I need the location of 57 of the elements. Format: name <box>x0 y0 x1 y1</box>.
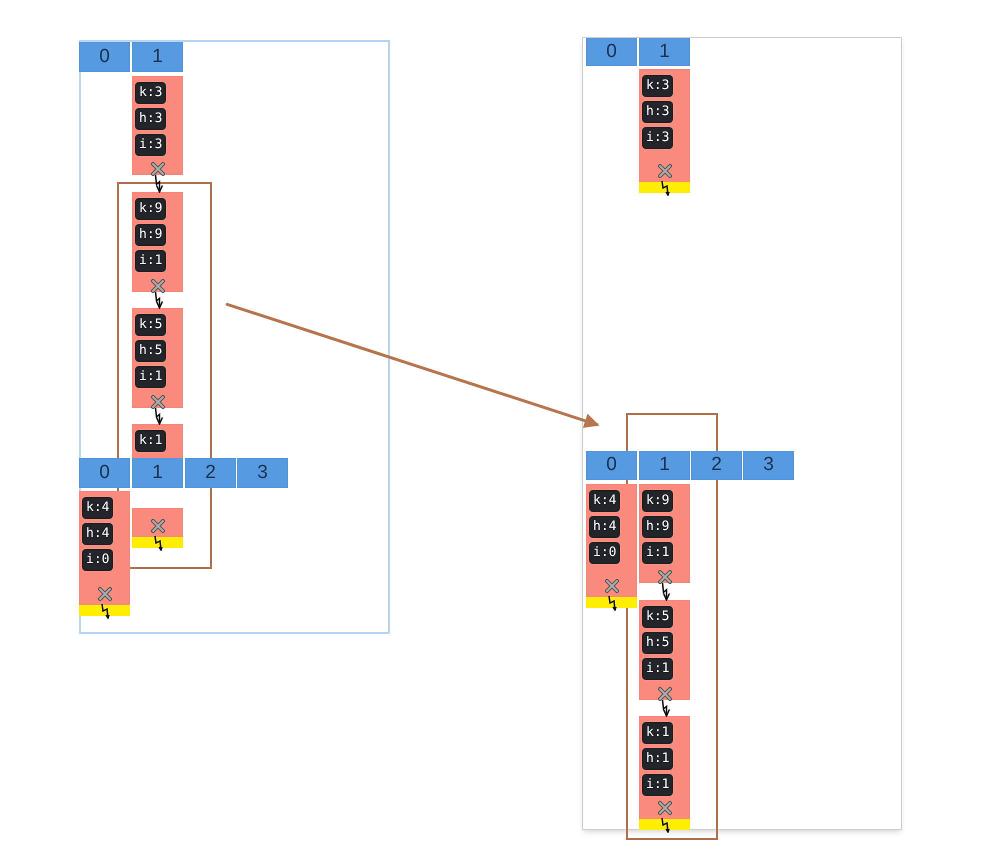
link-arrow <box>154 408 164 425</box>
entry-box <box>586 484 637 608</box>
bucket-index-cell: 0 <box>79 458 130 488</box>
entry-tag: k:9 <box>642 490 674 512</box>
entry-tag: h:4 <box>589 516 620 538</box>
entry-tag: k:5 <box>135 314 166 336</box>
entry-tag: h:4 <box>82 523 114 545</box>
entry-tag: h:1 <box>642 748 674 770</box>
bucket-index-cell: 1 <box>639 38 690 66</box>
entry-tag: i:0 <box>589 542 620 564</box>
entry-tag: h:5 <box>642 632 674 654</box>
bucket-index-cell: 2 <box>691 451 742 480</box>
entry-tag: h:9 <box>642 516 674 538</box>
entry-box <box>132 76 183 175</box>
entry-tag: i:3 <box>135 134 166 156</box>
arrow <box>226 302 600 428</box>
entry-box <box>132 192 183 292</box>
bucket-index-cell: 0 <box>79 42 130 72</box>
entry-tag: k:3 <box>642 75 674 97</box>
entry-box <box>639 69 690 193</box>
entry-box <box>639 600 690 700</box>
entry-tag: k:3 <box>135 82 166 104</box>
entry-box <box>639 484 690 583</box>
entry-tag: i:3 <box>642 127 674 149</box>
entry-tag: i:1 <box>135 250 166 272</box>
link-arrow <box>662 582 670 601</box>
bucket-index-cell: 3 <box>237 458 288 488</box>
entry-tag: i:1 <box>642 658 674 680</box>
entry-tag: h:9 <box>135 224 166 246</box>
entry-tag: h:3 <box>642 101 674 123</box>
entry-tag: k:1 <box>135 430 166 452</box>
entry-box <box>79 491 130 616</box>
entry-tag: i:0 <box>82 549 114 571</box>
entry-tag: k:1 <box>642 722 674 744</box>
entry-tag: i:1 <box>642 774 674 796</box>
link-arrow <box>662 700 670 717</box>
link-arrow <box>154 292 164 309</box>
entry-tag: k:4 <box>589 490 620 512</box>
entry-tag: h:3 <box>135 108 166 130</box>
bucket-index-cell: 1 <box>639 451 690 480</box>
entry-box <box>132 508 183 548</box>
entry-tag: i:1 <box>135 366 166 388</box>
link-arrow <box>154 174 164 193</box>
bucket-index-cell: 0 <box>586 38 637 66</box>
entry-box <box>639 716 690 830</box>
entry-tag: k:4 <box>82 497 114 519</box>
entry-tag: i:1 <box>642 542 674 564</box>
bucket-index-cell: 1 <box>132 458 183 488</box>
entry-tag: k:5 <box>642 606 674 628</box>
bucket-index-cell: 0 <box>586 451 637 480</box>
entry-box <box>132 424 183 458</box>
bucket-index-cell: 1 <box>132 42 183 72</box>
entry-tag: k:9 <box>135 198 166 220</box>
entry-box <box>132 308 183 408</box>
entry-tag: h:5 <box>135 340 166 362</box>
bucket-index-cell: 3 <box>743 451 794 480</box>
bucket-index-cell: 2 <box>185 458 236 488</box>
